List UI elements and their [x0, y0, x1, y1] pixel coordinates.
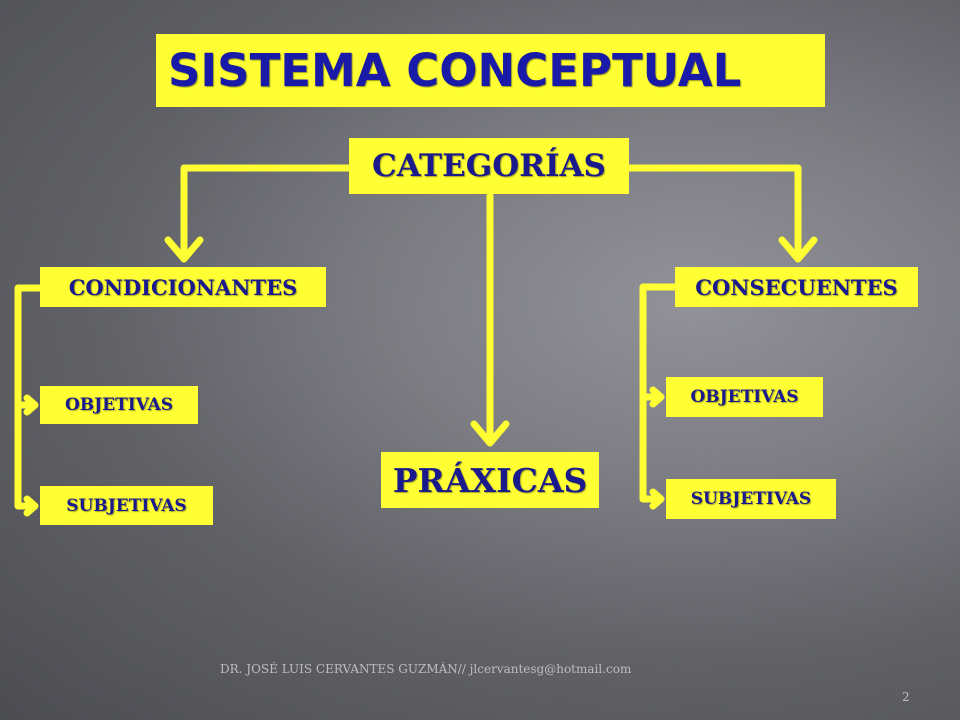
- node-categorias: CATEGORÍAS: [349, 138, 629, 194]
- arrowhead-praxicas: [470, 420, 510, 447]
- bracket-right: [639, 283, 679, 503]
- slide-footer: DR. JOSÉ LUIS CERVANTES GUZMÁN// jlcerva…: [220, 662, 632, 676]
- node-condicionantes-objetivas: OBJETIVAS: [40, 386, 198, 424]
- node-condicionantes-label: CONDICIONANTES: [68, 274, 298, 300]
- title-box: SISTEMA CONCEPTUAL: [156, 34, 825, 107]
- arrowhead-objetivas-right: [649, 386, 665, 408]
- arrowhead-subjetivas-right: [649, 488, 665, 510]
- arrowhead-consecuentes: [778, 236, 818, 263]
- node-praxicas: PRÁXICAS: [381, 452, 599, 508]
- arrowhead-objetivas-left: [23, 394, 39, 416]
- node-consecuentes-label: CONSECUENTES: [695, 274, 898, 300]
- node-categorias-label: CATEGORÍAS: [372, 148, 606, 184]
- node-consecuentes-subjetivas: SUBJETIVAS: [666, 479, 836, 519]
- node-condicionantes-subjetivas-label: SUBJETIVAS: [66, 495, 187, 516]
- connector-root-to-consecuentes: [625, 164, 802, 262]
- node-condicionantes-subjetivas: SUBJETIVAS: [40, 486, 213, 525]
- arrowhead-subjetivas-left: [23, 495, 39, 517]
- page-number: 2: [902, 690, 910, 704]
- node-consecuentes: CONSECUENTES: [675, 267, 918, 307]
- node-consecuentes-objetivas-label: OBJETIVAS: [690, 387, 799, 407]
- node-consecuentes-subjetivas-label: SUBJETIVAS: [690, 489, 812, 509]
- node-consecuentes-objetivas: OBJETIVAS: [666, 377, 823, 417]
- node-praxicas-label: PRÁXICAS: [392, 460, 588, 500]
- bracket-left: [14, 284, 44, 510]
- node-condicionantes-objetivas-label: OBJETIVAS: [64, 395, 174, 415]
- connector-root-to-condicionantes: [180, 164, 353, 262]
- arrowhead-condicionantes: [164, 236, 204, 263]
- slide-title: SISTEMA CONCEPTUAL: [168, 44, 742, 97]
- node-condicionantes: CONDICIONANTES: [40, 267, 326, 307]
